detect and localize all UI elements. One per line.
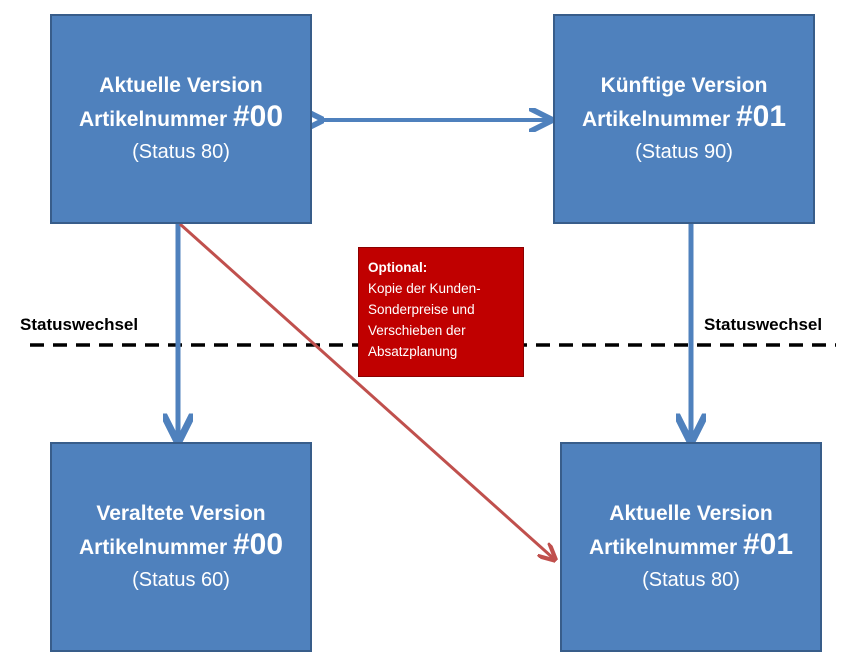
box-outdated-version-00: Veraltete Version Artikelnummer #00 (Sta… xyxy=(50,442,312,652)
box-title: Aktuelle Version xyxy=(609,501,773,525)
box-future-version-01: Künftige Version Artikelnummer #01 (Stat… xyxy=(553,14,815,224)
status-text: (Status 80) xyxy=(642,568,740,591)
box-title: Veraltete Version xyxy=(96,501,266,525)
article-number-line: Artikelnummer #00 xyxy=(79,527,283,566)
article-number: #00 xyxy=(232,99,284,133)
status-text: (Status 80) xyxy=(132,140,230,163)
article-number-prefix: Artikelnummer xyxy=(581,107,736,131)
status-text: (Status 60) xyxy=(132,568,230,591)
optional-note-line: Absatzplanung xyxy=(368,344,458,359)
optional-note-line: Sonderpreise und xyxy=(368,302,475,317)
article-number-prefix: Artikelnummer xyxy=(78,107,233,131)
optional-note-line: Kopie der Kunden- xyxy=(368,281,481,296)
article-number: #00 xyxy=(232,527,284,561)
article-number-line: Artikelnummer #01 xyxy=(589,527,793,566)
box-title: Aktuelle Version xyxy=(99,73,263,97)
box-current-version-01: Aktuelle Version Artikelnummer #01 (Stat… xyxy=(560,442,822,652)
article-number-prefix: Artikelnummer xyxy=(588,535,743,559)
article-number-prefix: Artikelnummer xyxy=(78,535,233,559)
optional-note-box: Optional: Kopie der Kunden- Sonderpreise… xyxy=(358,247,524,377)
optional-note-title: Optional: xyxy=(368,260,428,275)
article-number-line: Artikelnummer #01 xyxy=(582,99,786,138)
article-number: #01 xyxy=(735,99,787,133)
box-title: Künftige Version xyxy=(600,73,768,97)
status-change-label-right: Statuswechsel xyxy=(704,315,823,334)
status-text: (Status 90) xyxy=(635,140,733,163)
article-number: #01 xyxy=(742,527,794,561)
arrow-diagonal-red xyxy=(178,222,553,558)
status-change-label-left: Statuswechsel xyxy=(20,315,139,334)
box-current-version-00: Aktuelle Version Artikelnummer #00 (Stat… xyxy=(50,14,312,224)
article-number-line: Artikelnummer #00 xyxy=(79,99,283,138)
optional-note-line: Verschieben der xyxy=(368,323,466,338)
